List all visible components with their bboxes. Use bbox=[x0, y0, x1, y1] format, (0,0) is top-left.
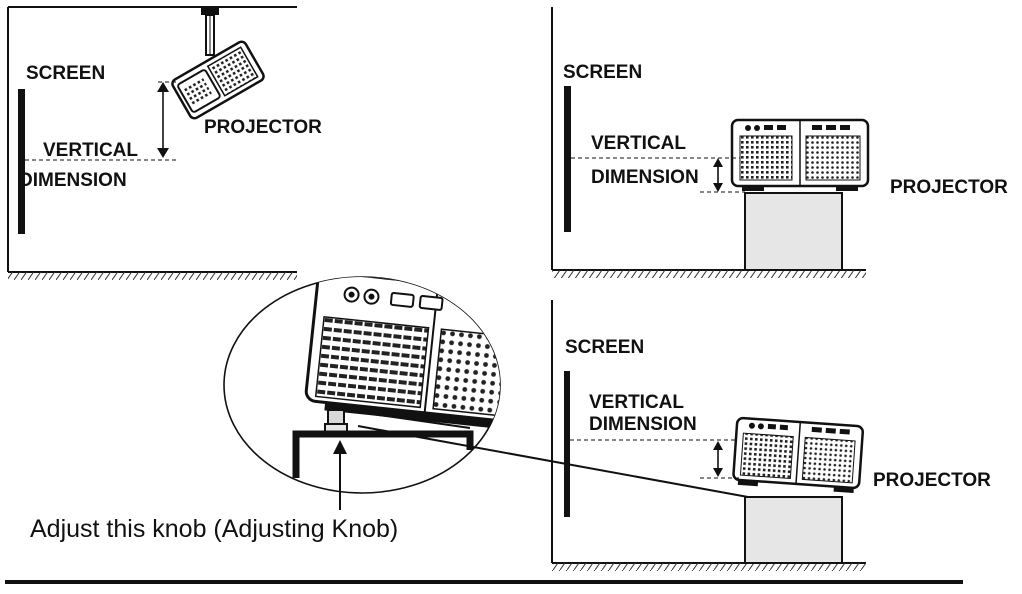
vertical-label-line1: VERTICAL bbox=[591, 133, 686, 154]
knob-caption: Adjust this knob (Adjusting Knob) bbox=[30, 515, 398, 543]
screen-bar bbox=[564, 371, 570, 517]
screen-label: SCREEN bbox=[565, 337, 644, 358]
projector-label: PROJECTOR bbox=[873, 470, 991, 491]
screen-label: SCREEN bbox=[563, 62, 642, 83]
floor-hatch bbox=[552, 563, 866, 571]
projector-table bbox=[730, 118, 870, 191]
projector-label: PROJECTOR bbox=[890, 177, 1008, 198]
screen-label: SCREEN bbox=[26, 63, 105, 84]
vertical-label-line2: DIMENSION bbox=[589, 414, 697, 435]
ceiling-mount bbox=[201, 7, 219, 56]
vertical-label-line1: VERTICAL bbox=[589, 392, 684, 413]
panel-tilted: SCREEN VERTICAL DIMENSION PROJECTOR bbox=[551, 300, 991, 571]
zoom-leader-line bbox=[357, 425, 749, 498]
projector-label: PROJECTOR bbox=[204, 117, 322, 138]
vertical-label-line2: DIMENSION bbox=[19, 170, 127, 191]
panel-ceiling: SCREEN VERTICAL DIMENSION PROJECTOR bbox=[7, 6, 322, 280]
projector-tilted bbox=[732, 416, 864, 493]
vertical-label-line1: VERTICAL bbox=[43, 140, 138, 161]
screen-bar bbox=[18, 89, 25, 234]
table-stand bbox=[744, 496, 843, 564]
screen-bar bbox=[564, 86, 571, 232]
panel-table: SCREEN VERTICAL DIMENSION PROJECTOR bbox=[551, 7, 1008, 278]
floor-hatch bbox=[8, 272, 297, 280]
vertical-label-line2: DIMENSION bbox=[591, 167, 699, 188]
floor-hatch bbox=[552, 270, 866, 278]
table-stand bbox=[744, 192, 843, 271]
projector-ceiling bbox=[171, 40, 265, 120]
